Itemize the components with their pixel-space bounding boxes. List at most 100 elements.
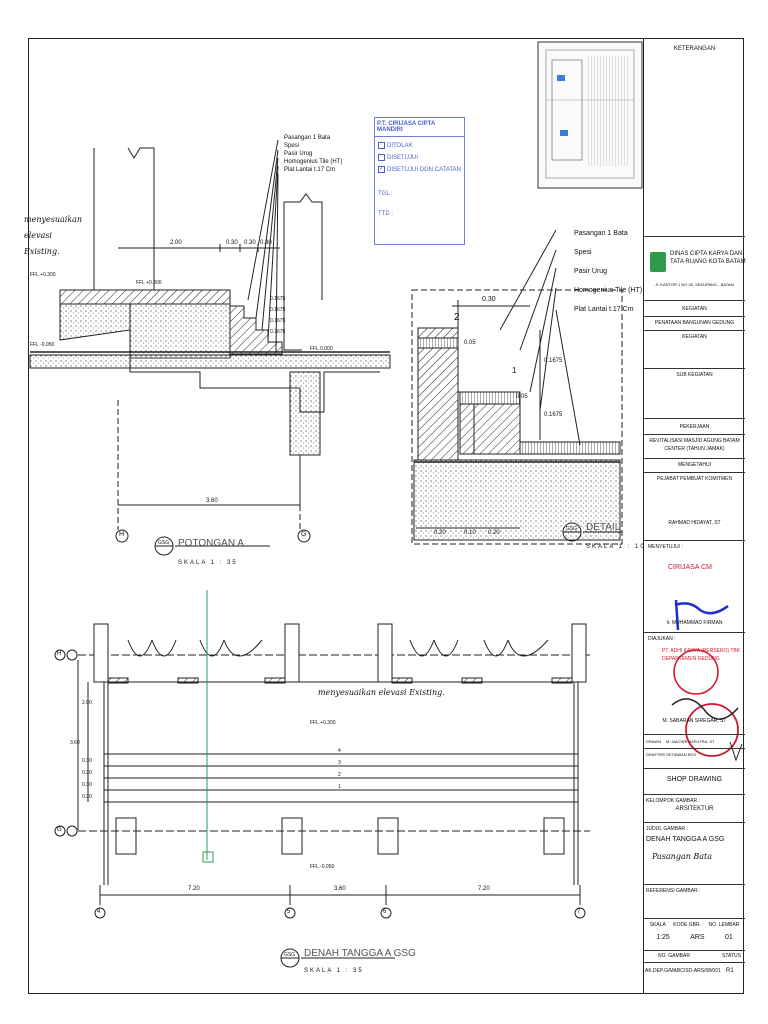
detail-dim: 0.1675 [544, 358, 563, 364]
section-a-handnote: menyesuaikan elevasi Existing. [24, 212, 82, 260]
grid-bottom: 6 [383, 909, 387, 915]
plan-dim-v: 0.30 [82, 770, 92, 776]
owner-line: TATA RUANG KOTA BATAM [670, 259, 746, 265]
tb-cm-person: Ir. MUHAMMAD FIRMAN [666, 620, 723, 626]
dim-360: 3.60 [206, 498, 218, 504]
checkbox-ditolak[interactable] [378, 141, 385, 149]
plan-dim-v: 3.60 [70, 740, 80, 746]
tb-menyetujui: MENYETUJUI : [648, 544, 683, 550]
tb-ppk-name: RAHMAD HIDAYAT, ST [668, 520, 721, 526]
level-ffl: FFL +0.300 [30, 272, 56, 278]
step-dim: 0.1675 [270, 296, 286, 302]
checkbox-disetujui-catatan[interactable]: ✓ [378, 165, 385, 173]
plan-level: FFL -0.050 [310, 864, 335, 870]
signature-contractor [671, 698, 739, 720]
level-ffl: FFL 0.000 [310, 346, 333, 352]
level-ffl: FFL -0.050 [30, 342, 55, 348]
tb-pm: M. SABARAN SIREGAR, ST [662, 718, 727, 724]
stamp-title: P.T. CIRIJASA CIPTA MANDIRI [375, 118, 464, 137]
tb-lembar-value: 01 [725, 934, 733, 941]
tb-shop-drawing: SHOP DRAWING [666, 776, 723, 783]
detail-num: 1 [512, 366, 517, 375]
tb-subkeg-label: SUB KEGIATAN [676, 372, 713, 378]
layer-label: Homogenius Tile (HT) [574, 287, 643, 294]
layer-label: Spesi [574, 249, 592, 256]
detail-dim: 0.10 [464, 530, 476, 536]
stamp-ttd: TTD : [378, 211, 393, 217]
layer-label: Pasangan 1 Bata [574, 230, 628, 237]
detail-dim: 0.30 [482, 296, 496, 303]
approval-stamp: P.T. CIRIJASA CIPTA MANDIRI DITOLAK DISE… [374, 117, 465, 245]
grid-bottom: 7 [577, 909, 581, 915]
signature-cm [674, 602, 729, 615]
plan-dim-h: 7.20 [188, 886, 200, 892]
detail-drawing [411, 229, 623, 545]
layer-label: Pasangan 1 Bata [284, 135, 331, 141]
stair-plan-drawing [54, 590, 590, 968]
stamp-ditolak: DITOLAK [387, 143, 413, 149]
plan-dim-h: 7.20 [478, 886, 490, 892]
tb-info-labels: SKALA KODE GBR. NO. LEMBAR [646, 918, 743, 928]
grid-g: G [301, 531, 307, 538]
plan-scale: SKALA 1 : 35 [304, 968, 364, 974]
tb-kegiatan-label-2: KEGIATAN [682, 334, 707, 340]
detail-dim: 0.20 [488, 530, 500, 536]
tb-info-values: 1:25 ARS 01 [646, 934, 743, 941]
company-seal-adhi [685, 703, 739, 757]
tb-drafter-label: DRAFTER [646, 752, 665, 757]
stair-num: 1 [338, 784, 341, 790]
layer-label: Plat Lantai t.17 Cm [284, 167, 336, 173]
city-logo [650, 252, 666, 272]
tb-kegiatan: PENATAAN BANGUNAN GEDUNG [654, 320, 735, 326]
dim-200: 2.00 [170, 240, 182, 246]
tb-pekerjaan-1: REVITALISASI MASJID AGUNG BATAM [649, 438, 740, 444]
tb-judul-value: DENAH TANGGA A GSG [646, 836, 725, 843]
grid-left: G [57, 827, 62, 833]
layer-label: Homogenius Tile (HT) [284, 159, 343, 165]
layer-label: Plat Lantai t.17 Cm [574, 306, 634, 313]
key-plan-thumbnail [537, 41, 643, 189]
layer-label: Spesi [284, 143, 300, 149]
step-dims: 0.1675 0.1675 0.1675 0.1675 [270, 294, 285, 338]
layer-label: Pasir Urug [284, 151, 313, 157]
tb-skala-value: 1:25 [656, 934, 670, 941]
detail-scale: SKALA 1 : 10 [586, 544, 646, 550]
step-dim: 0.1675 [270, 307, 286, 313]
plan-dim-v: 0.30 [82, 758, 92, 764]
section-a-drawing [29, 139, 391, 556]
detail-num: 2 [454, 312, 460, 323]
tb-kode-label: KODE GBR. [673, 922, 702, 928]
company-seal-cirijasa [673, 649, 719, 695]
tb-referensi-label: REFERENSI GAMBAR : [646, 888, 701, 894]
stamp-disetujui: DISETUJUI [387, 155, 419, 161]
section-a-layer-labels: Pasangan 1 Bata Spesi Pasir Urug Homogen… [284, 134, 342, 174]
tb-lembar-label: NO. LEMBAR [708, 922, 740, 928]
step-dim: 0.1675 [270, 318, 286, 324]
stair-num: 2 [338, 772, 341, 778]
tb-mengetahui: MENGETAHUI [678, 462, 711, 468]
dim-030: 0.30 [260, 240, 272, 246]
section-a-scale: SKALA 1 : 35 [178, 560, 238, 566]
detail-dim: 0.1675 [544, 412, 563, 418]
tb-kelompok-value: ARSITEKTUR [675, 806, 714, 812]
tb-judul-label: JUDUL GAMBAR : [646, 826, 688, 832]
grid-h: H [119, 531, 125, 538]
stamp-disetujui-catatan: DISETUJUI DGN CATATAN [387, 167, 461, 173]
tb-skala-label: SKALA [649, 922, 666, 928]
detail-dim: 0.20 [434, 530, 446, 536]
section-a-title: POTONGAN A [178, 538, 244, 549]
handnote-line: Existing. [24, 247, 60, 256]
checkbox-disetujui[interactable] [378, 153, 385, 161]
tb-kode-value: ARS [690, 934, 705, 941]
tb-contractor-2: DEPARTEMEN GEDUNG [662, 656, 720, 662]
tb-drawn-value: M. MACHRI SAPUTRA, ST [666, 739, 715, 744]
tb-kelompok-label: KELOMPOK GAMBAR : [646, 798, 700, 804]
grid-bottom: 5 [287, 909, 291, 915]
detail-layer-labels: Pasangan 1 Bata Spesi Pasir Urug Homogen… [574, 224, 642, 319]
tb-pekerjaan-2: CENTER (TAHUN JAMAK) [664, 446, 725, 452]
tb-cm-logo: CIRIJASA CM [668, 564, 712, 571]
plan-dim-v: 2.00 [82, 700, 92, 706]
tb-judul-handnote: Pasangan Bata [652, 852, 713, 861]
tb-nogambar-label: NO. GAMBAR [658, 953, 690, 959]
